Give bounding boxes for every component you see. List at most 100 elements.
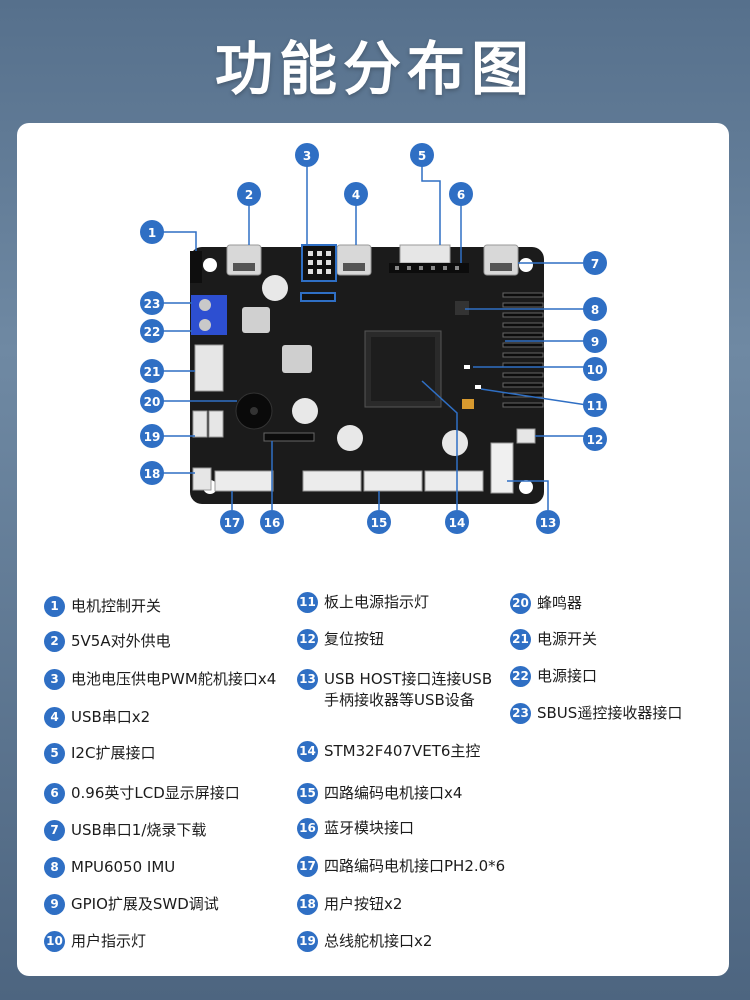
legend-item-16: 16 蓝牙模块接口 xyxy=(297,818,414,839)
legend-number: 20 xyxy=(510,593,531,614)
callout-label: 9 xyxy=(591,335,599,349)
legend-text: GPIO扩展及SWD调试 xyxy=(71,895,219,913)
callout-7 xyxy=(583,251,607,275)
legend-item-18: 18 用户按钮x2 xyxy=(297,894,402,915)
legend-number: 17 xyxy=(297,856,318,877)
legend-item-5: 5 I2C扩展接口 xyxy=(44,743,155,764)
legend-item-9: 9 GPIO扩展及SWD调试 xyxy=(44,894,219,915)
callout-13 xyxy=(536,510,560,534)
callout-label: 6 xyxy=(457,188,465,202)
callout-2 xyxy=(237,182,261,206)
legend-item-22: 22 电源接口 xyxy=(510,666,597,687)
legend-number: 10 xyxy=(44,931,65,952)
legend-item-15: 15 四路编码电机接口x4 xyxy=(297,783,462,804)
callout-label: 12 xyxy=(587,433,604,447)
callout-label: 15 xyxy=(371,516,388,530)
user-led xyxy=(464,365,470,369)
callout-3 xyxy=(295,143,319,167)
legend-item-6: 6 0.96英寸LCD显示屏接口 xyxy=(44,783,240,804)
legend-text: 电机控制开关 xyxy=(71,597,162,615)
callout-10 xyxy=(583,357,607,381)
callout-20 xyxy=(140,389,164,413)
callout-16 xyxy=(260,510,284,534)
diagram-card: 1 2 3 4 5 6 7 8 9 10 11 12 13 14 15 16 1… xyxy=(17,123,729,976)
legend-item-21: 21 电源开关 xyxy=(510,629,597,650)
bus-servo-connector-1 xyxy=(192,410,208,438)
legend-text: USB HOST接口连接USB 手柄接收器等USB设备 xyxy=(324,670,493,709)
legend-number: 15 xyxy=(297,783,318,804)
motor-switch xyxy=(190,251,202,283)
reset-button xyxy=(516,428,536,444)
callout-17 xyxy=(220,510,244,534)
callout-label: 8 xyxy=(591,303,599,317)
legend-text: MPU6050 IMU xyxy=(71,858,176,876)
lcd-header xyxy=(389,263,469,273)
callout-label: 18 xyxy=(144,467,161,481)
legend-item-3: 3 电池电压供电PWM舵机接口x4 xyxy=(44,669,276,690)
legend-item-19: 19 总线舵机接口x2 xyxy=(297,931,432,952)
legend-number: 13 xyxy=(297,669,318,690)
encoder-connector-3 xyxy=(363,470,423,492)
legend-text: 总线舵机接口x2 xyxy=(324,932,433,950)
encoder-connector-1 xyxy=(214,470,274,492)
gpio-header xyxy=(502,292,544,408)
legend-text: 电池电压供电PWM舵机接口x4 xyxy=(71,670,277,688)
callout-9 xyxy=(583,329,607,353)
callout-label: 3 xyxy=(303,149,311,163)
callout-1 xyxy=(140,220,164,244)
legend-item-20: 20 蜂鸣器 xyxy=(510,593,582,614)
legend-item-10: 10 用户指示灯 xyxy=(44,931,146,952)
callout-label: 5 xyxy=(418,149,426,163)
legend-number: 21 xyxy=(510,629,531,650)
legend-number: 6 xyxy=(44,783,65,804)
power-led xyxy=(475,385,481,389)
legend-text: 用户指示灯 xyxy=(71,932,147,950)
legend-number: 5 xyxy=(44,743,65,764)
callout-label: 7 xyxy=(591,257,599,271)
usb-host-port xyxy=(490,442,514,494)
callout-label: 22 xyxy=(144,325,161,339)
callout-15 xyxy=(367,510,391,534)
legend-item-13: 13 USB HOST接口连接USB 手柄接收器等USB设备 xyxy=(297,669,492,711)
callout-6 xyxy=(449,182,473,206)
callout-label: 4 xyxy=(352,188,360,202)
legend-item-11: 11 板上电源指示灯 xyxy=(297,592,429,613)
imu-chip xyxy=(455,301,469,315)
callout-label: 14 xyxy=(449,516,466,530)
legend-number: 3 xyxy=(44,669,65,690)
callout-12 xyxy=(583,427,607,451)
callout-18 xyxy=(140,461,164,485)
legend-item-8: 8 MPU6050 IMU xyxy=(44,857,175,878)
legend-number: 16 xyxy=(297,818,318,839)
callout-label: 16 xyxy=(264,516,281,530)
callout-22 xyxy=(140,319,164,343)
callouts xyxy=(140,143,607,534)
legend-number: 2 xyxy=(44,631,65,652)
callout-5 xyxy=(410,143,434,167)
legend-text: SBUS遥控接收器接口 xyxy=(537,704,683,722)
legend-text: 5V5A对外供电 xyxy=(71,632,171,650)
callout-8 xyxy=(583,297,607,321)
board-diagram: 1 2 3 4 5 6 7 8 9 10 11 12 13 14 15 16 1… xyxy=(140,143,607,534)
legend-number: 23 xyxy=(510,703,531,724)
legend-text: USB串口1/烧录下载 xyxy=(71,821,207,839)
encoder-connector-2 xyxy=(302,470,362,492)
legend-item-17: 17 四路编码电机接口PH2.0*6 xyxy=(297,856,505,877)
legend-item-12: 12 复位按钮 xyxy=(297,629,384,650)
callout-23 xyxy=(140,291,164,315)
legend-text: 板上电源指示灯 xyxy=(324,593,430,611)
callout-label: 2 xyxy=(245,188,253,202)
legend-number: 7 xyxy=(44,820,65,841)
callout-label: 23 xyxy=(144,297,161,311)
bus-servo-connector-2 xyxy=(208,410,224,438)
callout-14 xyxy=(445,510,469,534)
callout-label: 20 xyxy=(144,395,161,409)
legend-item-1: 1 电机控制开关 xyxy=(44,596,161,617)
legend-number: 18 xyxy=(297,894,318,915)
callout-19 xyxy=(140,424,164,448)
legend-text: 0.96英寸LCD显示屏接口 xyxy=(71,784,240,802)
legend-text: STM32F407VET6主控 xyxy=(324,742,481,760)
callout-4 xyxy=(344,182,368,206)
i2c-connector xyxy=(399,244,451,264)
legend-text: 用户按钮x2 xyxy=(324,895,403,913)
